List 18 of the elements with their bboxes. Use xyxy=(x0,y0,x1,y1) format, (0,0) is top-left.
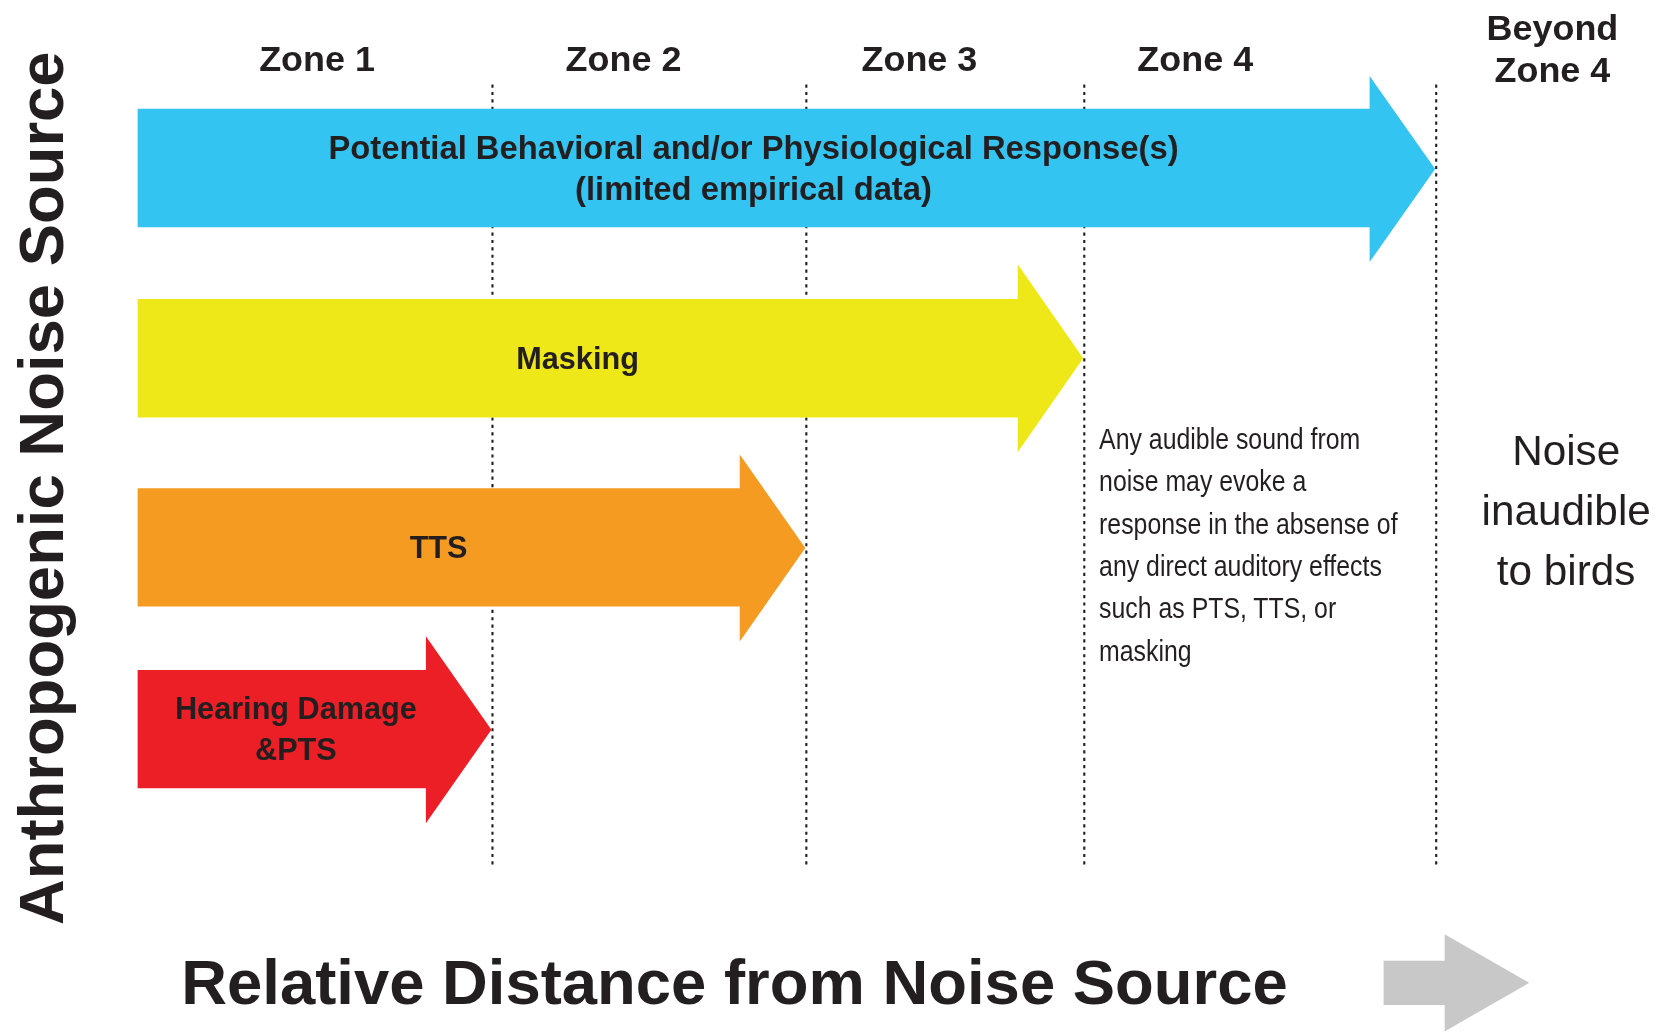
zone-heading: Zone 3 xyxy=(860,37,979,80)
effect-range-band xyxy=(137,76,1436,263)
axis-title: Anthropogenic Noise Source xyxy=(10,51,74,926)
zone-heading: Zone 4 xyxy=(1136,37,1255,80)
zone-heading: Beyond Zone 4 xyxy=(1485,6,1620,91)
note-text: Noise inaudible to birds xyxy=(1480,425,1652,596)
effect-range-band xyxy=(137,636,492,824)
zone-heading: Zone 2 xyxy=(564,37,683,80)
arrow-label: Hearing Damage &PTS xyxy=(173,690,418,769)
zone-heading: Zone 1 xyxy=(258,37,376,80)
arrow-label: Masking xyxy=(516,339,639,378)
note-text: Any audible sound from noise may evoke a response in the absense of any direct auditory effects such as PTS, TTS, or masking xyxy=(1099,421,1399,669)
arrow-label: TTS xyxy=(409,529,468,566)
effect-range-band xyxy=(137,454,806,642)
arrow-label: (limited empirical data) xyxy=(575,169,932,210)
arrow-label: Potential Behavioral and/or Physiological Response(s) xyxy=(328,127,1179,168)
axis-title: Relative Distance from Noise Source xyxy=(180,945,1289,1020)
effect-range-band xyxy=(137,264,1084,453)
